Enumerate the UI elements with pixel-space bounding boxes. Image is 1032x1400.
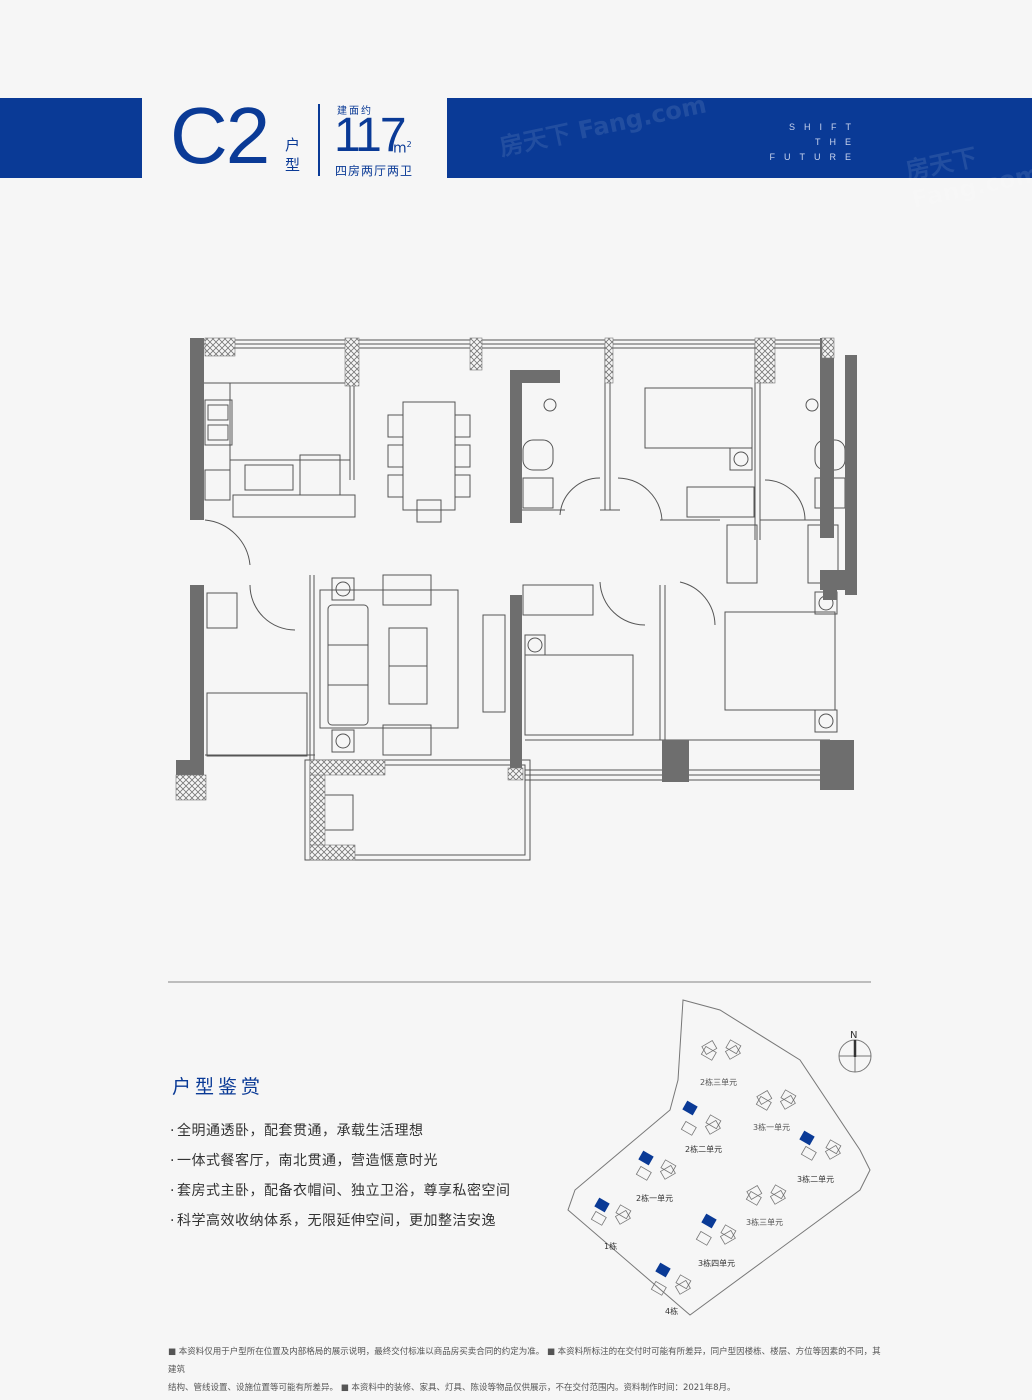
unit-type-label: 户型: [285, 136, 301, 174]
svg-text:4栋: 4栋: [665, 1306, 678, 1316]
floor-plan: [175, 337, 857, 861]
site-plan: N 2栋三单元 3栋一单元 2栋二单元 3栋二单元 2栋一单元 3栋三单元 1栋…: [567, 999, 872, 1316]
svg-text:3栋一单元: 3栋一单元: [753, 1122, 790, 1132]
area-value: 117: [334, 109, 407, 162]
disclaimer-line: 结构、管线设置、设施位置等可能有所差异。 ■ 本资料中的装修、家具、灯具、陈设等…: [168, 1383, 736, 1393]
feature-item: 全明通透卧，配套贯通，承载生活理想: [170, 1120, 510, 1150]
slogan-line: FUTURE: [769, 152, 860, 162]
section-divider: [168, 981, 871, 983]
header-band-left: [0, 98, 142, 178]
svg-text:2栋二单元: 2栋二单元: [685, 1144, 722, 1154]
features-title: 户型鉴赏: [172, 1076, 265, 1098]
watermark: 房天下 Fang.com: [496, 90, 709, 162]
svg-text:3栋四单元: 3栋四单元: [698, 1258, 735, 1268]
slogan: SHIFT THE FUTURE: [760, 120, 860, 165]
slogan-line: SHIFT: [789, 122, 860, 132]
disclaimer-line: ■ 本资料仅用于户型所在位置及内部格局的展示说明，最终交付标准以商品房买卖合同的…: [168, 1347, 881, 1375]
layout-description: 四房两厅两卫: [335, 164, 414, 178]
disclaimer: ■ 本资料仅用于户型所在位置及内部格局的展示说明，最终交付标准以商品房买卖合同的…: [168, 1343, 888, 1397]
header-divider: [318, 104, 320, 176]
svg-text:1栋: 1栋: [604, 1241, 617, 1251]
svg-text:N: N: [850, 1030, 857, 1041]
area-unit: m2: [393, 140, 412, 157]
feature-item: 科学高效收纳体系，无限延伸空间，更加整洁安逸: [170, 1210, 510, 1240]
feature-item: 一体式餐客厅，南北贯通，营造惬意时光: [170, 1150, 510, 1180]
features-list: 全明通透卧，配套贯通，承载生活理想 一体式餐客厅，南北贯通，营造惬意时光 套房式…: [170, 1120, 510, 1240]
svg-text:2栋三单元: 2栋三单元: [700, 1077, 737, 1087]
area-caption: 建面约: [337, 106, 373, 117]
watermark: 房天下 Fang.com: [903, 143, 1032, 214]
compass-icon: N: [838, 1030, 872, 1073]
svg-text:3栋三单元: 3栋三单元: [746, 1217, 783, 1227]
svg-text:3栋二单元: 3栋二单元: [797, 1174, 834, 1184]
svg-text:2栋一单元: 2栋一单元: [636, 1193, 673, 1203]
unit-type-code: C2: [170, 91, 270, 180]
header-band-right: 房天下 Fang.com 房天下 Fang.com: [447, 90, 1032, 214]
feature-item: 套房式主卧，配备衣帽间、独立卫浴，尊享私密空间: [170, 1180, 510, 1210]
slogan-line: THE: [815, 137, 860, 147]
